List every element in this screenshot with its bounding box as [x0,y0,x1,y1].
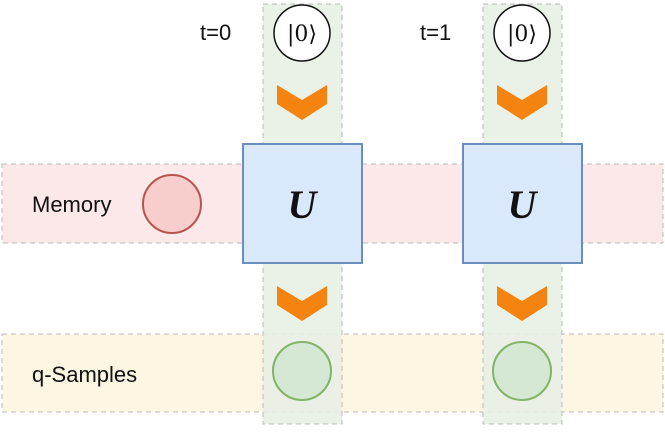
gate-box-1 [462,143,583,264]
input-state-label-0: |0⟩ [287,22,317,47]
down-arrow-icon [497,85,547,120]
down-arrow-icon [277,85,327,120]
sample-node-0 [272,341,332,401]
gate-box-0 [242,143,363,264]
gate-label-1: U [508,182,539,227]
time-label-1: t=1 [420,20,451,45]
input-state-node-0 [273,4,331,62]
gate-label-0: U [288,182,319,227]
down-arrow-icon [277,286,327,321]
input-state-label-1: |0⟩ [507,22,537,47]
memory-row-label: Memory [32,192,111,217]
samples-row-label: q-Samples [32,362,137,387]
down-arrow-icon [497,286,547,321]
input-state-node-1 [493,4,551,62]
sample-node-1 [492,341,552,401]
memory-node [142,174,202,234]
time-label-0: t=0 [200,20,231,45]
